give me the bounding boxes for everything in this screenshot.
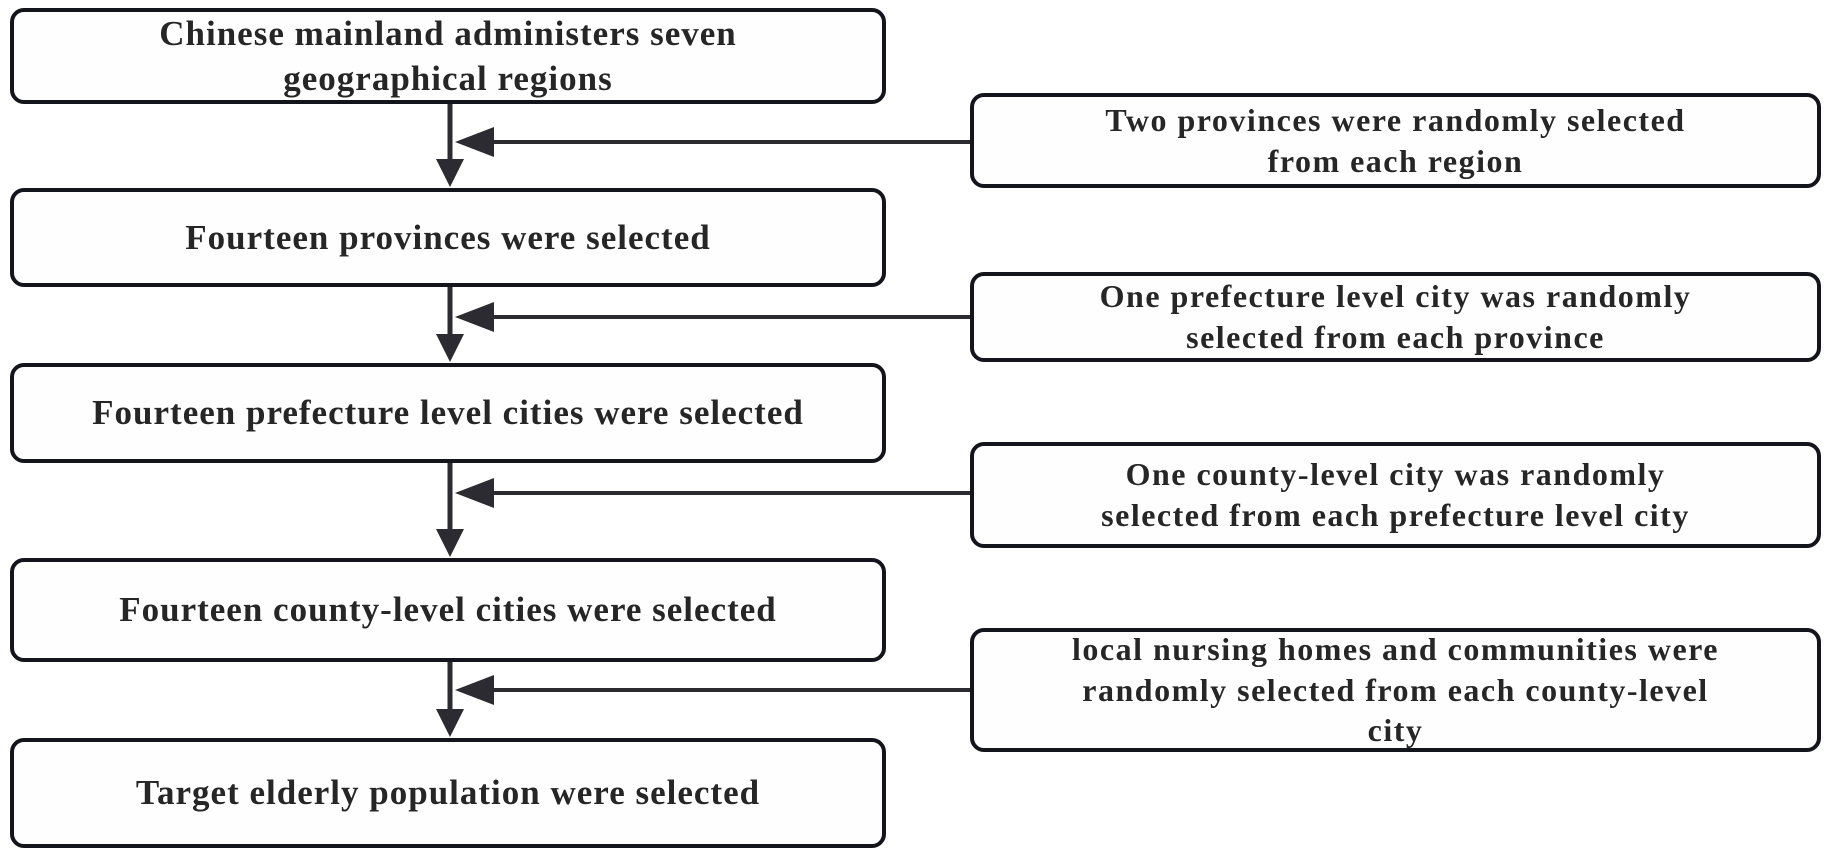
down-arrow-2 — [436, 285, 464, 362]
annotation-nursing-home-community-sampling: local nursing homes and communities were… — [970, 628, 1821, 752]
flow-step-target-population-selected: Target elderly population were selected — [10, 738, 886, 848]
annotation-prefecture-city-sampling: One prefecture level city was randomly s… — [970, 272, 1821, 362]
flow-step-provinces-selected: Fourteen provinces were selected — [10, 188, 886, 287]
left-arrow-4 — [455, 675, 970, 705]
down-arrow-3 — [436, 461, 464, 557]
flow-step-prefecture-cities-selected: Fourteen prefecture level cities were se… — [10, 363, 886, 463]
annotation-county-city-sampling: One county-level city was randomly selec… — [970, 442, 1821, 548]
annotation-province-sampling: Two provinces were randomly selected fro… — [970, 93, 1821, 188]
down-arrow-1 — [436, 101, 464, 187]
left-arrow-3 — [455, 478, 970, 508]
flow-step-geographical-regions: Chinese mainland administers seven geogr… — [10, 8, 886, 104]
down-arrow-4 — [436, 660, 464, 737]
left-arrow-2 — [455, 302, 970, 332]
left-arrow-1 — [455, 127, 970, 157]
flow-step-county-cities-selected: Fourteen county-level cities were select… — [10, 558, 886, 662]
